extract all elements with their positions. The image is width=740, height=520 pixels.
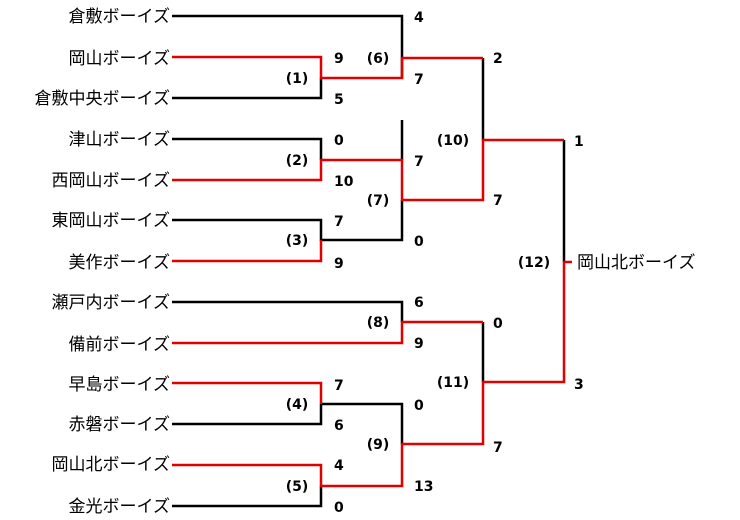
game-label: (6) xyxy=(367,51,390,67)
champion-name: 岡山北ボーイズ xyxy=(577,253,696,273)
game-label: (12) xyxy=(518,255,550,271)
score: 9 xyxy=(334,51,344,67)
score: 2 xyxy=(493,51,503,67)
team-name: 津山ボーイズ xyxy=(69,130,171,150)
game-label: (2) xyxy=(286,153,309,169)
bracket-lines-base xyxy=(172,14,566,508)
winner-line xyxy=(172,138,564,202)
team-name: 倉敷中央ボーイズ xyxy=(35,89,171,109)
bracket-line xyxy=(321,402,404,444)
score: 10 xyxy=(334,174,354,190)
score: 0 xyxy=(334,133,344,149)
bracket-lines-winner xyxy=(172,55,572,488)
bracket-line xyxy=(172,404,323,426)
score: 7 xyxy=(334,214,344,230)
score: 7 xyxy=(493,193,503,209)
score: 4 xyxy=(334,458,344,474)
score: 0 xyxy=(414,398,424,414)
game-label: (8) xyxy=(367,315,390,331)
team-name: 金光ボーイズ xyxy=(69,497,171,517)
winner-line xyxy=(172,55,483,80)
bracket-line xyxy=(172,486,323,508)
score: 13 xyxy=(414,479,433,495)
game-label: (4) xyxy=(286,397,309,413)
score: 1 xyxy=(574,134,584,150)
bracket-line xyxy=(172,14,404,58)
team-name: 西岡山ボーイズ xyxy=(52,171,171,191)
winner-line xyxy=(172,381,323,404)
score: 3 xyxy=(574,377,584,393)
team-labels: 倉敷ボーイズ 岡山ボーイズ 倉敷中央ボーイズ 津山ボーイズ 西岡山ボーイズ 東岡… xyxy=(35,7,171,517)
score: 6 xyxy=(414,295,424,311)
team-name: 瀬戸内ボーイズ xyxy=(52,293,171,313)
bracket-line xyxy=(172,137,323,160)
score: 7 xyxy=(414,72,424,88)
game-label: (10) xyxy=(437,133,469,149)
game-labels: (1) (2) (3) (4) (5) (6) (7) (8) (9) (10)… xyxy=(286,51,550,495)
winner-line xyxy=(172,240,323,263)
scores: 9 5 0 10 7 9 7 6 4 0 4 7 7 0 6 9 0 13 2 … xyxy=(334,10,584,516)
score: 0 xyxy=(414,234,424,250)
score: 9 xyxy=(414,336,424,352)
score: 4 xyxy=(414,10,424,26)
score: 7 xyxy=(493,440,503,456)
game-label: (3) xyxy=(286,233,309,249)
team-name: 岡山ボーイズ xyxy=(69,49,171,69)
score: 6 xyxy=(334,418,344,434)
score: 0 xyxy=(334,500,344,516)
team-name: 美作ボーイズ xyxy=(69,253,171,273)
team-name: 岡山北ボーイズ xyxy=(52,455,171,475)
game-label: (7) xyxy=(367,193,390,209)
score: 9 xyxy=(334,256,344,272)
team-name: 赤磐ボーイズ xyxy=(69,415,171,435)
game-label: (11) xyxy=(437,375,469,391)
team-name: 東岡山ボーイズ xyxy=(52,211,171,231)
score: 7 xyxy=(414,154,424,170)
score: 7 xyxy=(334,378,344,394)
game-label: (9) xyxy=(367,437,390,453)
winner-line xyxy=(172,320,483,345)
score: 5 xyxy=(334,92,344,108)
bracket-line xyxy=(172,300,404,322)
team-name: 備前ボーイズ xyxy=(69,335,171,355)
game-label: (5) xyxy=(286,479,309,495)
team-name: 早島ボーイズ xyxy=(69,375,171,395)
score: 0 xyxy=(493,316,503,332)
game-label: (1) xyxy=(286,71,309,87)
bracket-line xyxy=(172,78,323,100)
team-name: 倉敷ボーイズ xyxy=(69,7,171,27)
winner-line xyxy=(172,260,572,488)
